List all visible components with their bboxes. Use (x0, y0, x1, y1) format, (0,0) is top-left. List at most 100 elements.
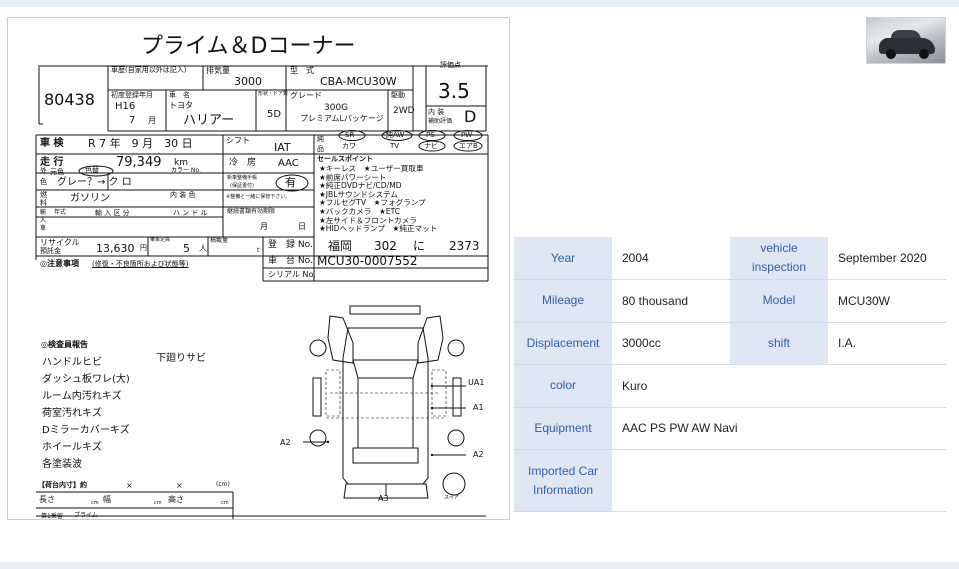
spec-value-color: Kuro (612, 364, 946, 408)
manual-label-1: 新車整備手帳 (227, 175, 258, 181)
equip-ps: PS (426, 131, 435, 139)
plate-kana: に (413, 239, 426, 253)
spec-value-year: 2004 (612, 237, 730, 280)
equip-pw: PW (461, 131, 473, 139)
manual-note: ※整備と一緒に保管下さい。 (226, 194, 291, 200)
sales-point: ★純正DVDナビ/CD/MD (319, 181, 402, 191)
sales-title: セールスポイント (317, 155, 373, 163)
spec-label-displacement: Displacement (514, 322, 612, 365)
load-label: 積載量 (210, 237, 229, 244)
sales-point: ★左サイド＆フロントカメラ (319, 215, 417, 225)
interior-label-1: 内 装 (428, 108, 445, 116)
cargo-height-cm: cm (221, 500, 229, 506)
model-code: CBA-MCU30W (320, 75, 397, 88)
score-value: 3.5 (438, 79, 470, 103)
car-wheel-shape (919, 49, 929, 59)
first-reg-month-unit: 月 (148, 116, 156, 125)
spec-value-equipment: AAC PS PW AW Navi (612, 407, 946, 450)
spec-label-mileage: Mileage (514, 279, 612, 323)
notes-sub: (修復・不良箇所および状態等) (92, 260, 189, 268)
car-wheel-shape (886, 49, 896, 59)
color-change: 色替 (85, 166, 99, 174)
equip-label-2: 品 (317, 145, 324, 153)
equip-aw: 純AW (386, 131, 405, 139)
owner-value: プライム (74, 512, 98, 519)
doors-label: 形状・ドア数 (258, 91, 289, 97)
color-label-2: 色 (40, 178, 47, 186)
spec-label-inspection: vehicle inspection (730, 237, 828, 280)
manual-label-2: (保証書付) (230, 183, 254, 189)
import-year-label: 年式 (54, 209, 67, 216)
report-item: 荷室汚れキズ (42, 408, 102, 419)
plate-class: 302 (374, 239, 397, 253)
spec-value-model: MCU30W (828, 279, 946, 323)
fuel-label-1: 燃 (40, 191, 47, 199)
displacement-value: 3000 (234, 75, 262, 88)
color-value: グレー？→ ク ロ (57, 177, 132, 188)
mileage-unit: km (174, 158, 188, 168)
registration-day: 日 (298, 222, 306, 231)
lot-number: 80438 (44, 90, 95, 109)
shift-value: IAT (274, 141, 291, 154)
serial-label: シリアル No. (268, 270, 316, 279)
load-unit: t (257, 247, 260, 254)
auction-sheet[interactable]: プライム＆Dコーナー 80438 車歴(自家用以外は記入) 排気量 3000 型… (7, 17, 510, 520)
color-no-label: カラー No. (171, 167, 201, 174)
fuel-label-2: 料 (40, 199, 47, 207)
cargo-title: 【荷台内寸】約 (38, 481, 87, 489)
capacity-unit: 人 (199, 244, 207, 253)
diagram-a3: A3 (378, 494, 389, 503)
spec-value-inspection: September 2020 (828, 237, 946, 280)
sales-point: ★JBLサウンドシステム (319, 189, 399, 199)
sales-point: ★前席パワーシート (319, 172, 387, 182)
spec-row-color: color Kuro (514, 364, 946, 408)
recycle-label-1: リサイクル (40, 238, 80, 247)
spec-label-imported: Imported Car Information (514, 449, 612, 512)
sales-point: ★フルセグTV ★フォグランプ (319, 198, 426, 208)
cargo-x-1: × (126, 481, 133, 490)
cargo-width-label: 幅 (103, 495, 111, 504)
spec-label-equipment: Equipment (514, 407, 612, 450)
drive-label: 駆動 (391, 91, 405, 99)
interior-label-2: 補助評価 (428, 118, 453, 125)
spec-label-model: Model (730, 279, 828, 323)
equip-kawa: カワ (342, 142, 356, 150)
type-label: 型 式 (290, 66, 314, 75)
manual-status: 有 (285, 176, 296, 189)
equip-label-1: 純 (317, 135, 324, 143)
owner-label: 第1乗留 (41, 513, 63, 520)
import-label-3: 車 (40, 225, 47, 232)
diagram-a2-right: A2 (473, 450, 484, 459)
import-class-label: 輸 入 区 分 (95, 209, 130, 217)
orig-color-label: 元色 (50, 168, 64, 176)
notes-label: ◎注意事項 (40, 259, 79, 268)
recycle-yen: 円 (140, 244, 147, 252)
maker-label: 車 名 (169, 91, 190, 99)
spec-row-displacement: Displacement 3000cc shift I.A. (514, 322, 946, 365)
inspection-label: 車 検 (40, 138, 64, 149)
spec-label-year: Year (514, 237, 612, 280)
grade-line-2: プレミアムLパッケージ (300, 114, 384, 123)
cargo-cm-unit: (cm) (216, 481, 230, 488)
report-item: ホイールキズ (42, 442, 102, 453)
report-item: Dミラーカバーキズ (42, 425, 130, 436)
plate-number: 2373 (449, 239, 480, 253)
handle-label: ハ ン ド ル (173, 209, 208, 217)
sales-point: ★キーレス ★ユーザー買取車 (319, 164, 424, 173)
vehicle-thumbnail[interactable] (866, 17, 946, 64)
diagram-ua1: UA1 (468, 378, 485, 387)
spec-value-mileage: 80 thousand (612, 279, 730, 323)
inspection-value: R 7 年 9 月 30 日 (88, 137, 193, 150)
registration-month: 月 (260, 222, 268, 231)
report-items: ハンドルヒビ ダッシュ板ワレ(大) ルーム内汚れキズ 荷室汚れキズ Dミラーカバ… (42, 354, 130, 473)
cargo-width-cm: cm (154, 500, 162, 506)
diagram-a1: A1 (473, 403, 484, 412)
spec-value-displacement: 3000cc (612, 322, 730, 365)
spec-row-equipment: Equipment AAC PS PW AW Navi (514, 407, 946, 450)
report-item: ルーム内汚れキズ (42, 391, 122, 402)
first-reg-label: 初度登録年月 (111, 91, 153, 99)
spec-row-mileage: Mileage 80 thousand Model MCU30W (514, 279, 946, 323)
sheet-grid (35, 65, 489, 519)
spec-row-imported: Imported Car Information (514, 449, 946, 512)
maker-value: トヨタ (169, 101, 193, 110)
